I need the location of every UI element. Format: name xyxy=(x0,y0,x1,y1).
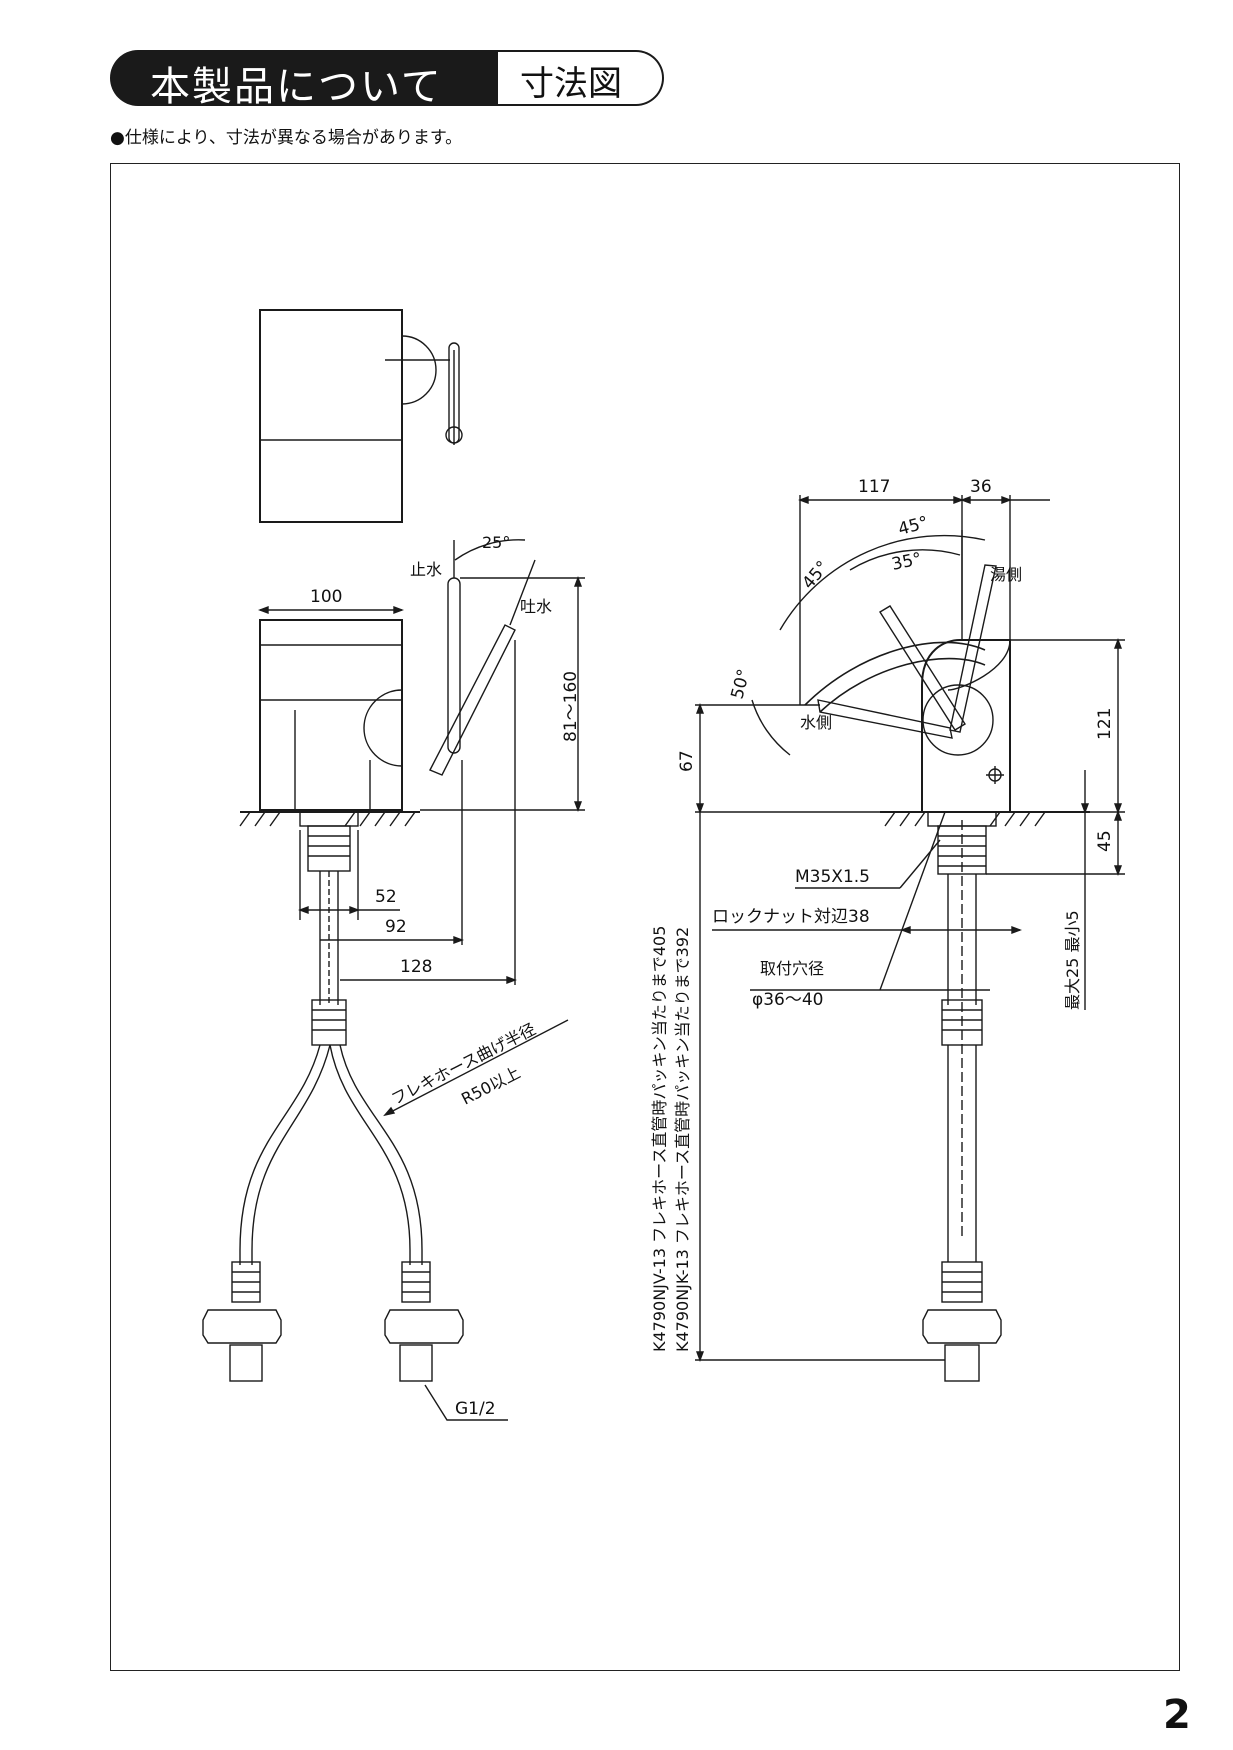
dim-100: 100 xyxy=(310,587,342,607)
front-view xyxy=(695,495,1125,1382)
top-view xyxy=(259,309,463,523)
stop-water-label: 止水 xyxy=(410,560,442,579)
thread-g12: G1/2 xyxy=(455,1399,496,1419)
thread-m35: M35X1.5 xyxy=(795,867,870,887)
vertical-note-njv: K4790NJV-13 フレキホース直管時パッキン当たりまで405 xyxy=(650,926,669,1352)
angle-45-left: 45° xyxy=(799,557,834,593)
dim-67: 67 xyxy=(677,750,697,772)
header-title-pill: 本製品について xyxy=(110,50,500,110)
page-number: 2 xyxy=(1163,1692,1191,1738)
dim-52: 52 xyxy=(375,887,397,907)
dim-117: 117 xyxy=(858,477,890,497)
hot-side-label: 湯側 xyxy=(990,565,1022,584)
lock-nut-label: ロックナット対辺38 xyxy=(712,907,870,927)
header-title: 本製品について xyxy=(150,64,443,110)
spec-note: ●仕様により、寸法が異なる場合があります。 xyxy=(110,128,463,148)
angle-50: 50° xyxy=(728,667,755,701)
angle-25-label: 25° xyxy=(482,533,510,552)
diagram-frame xyxy=(110,163,1180,1671)
header-subtitle-tag: 寸法図 xyxy=(498,50,664,106)
dim-81-160: 81～160 xyxy=(561,671,581,742)
mounting-hole-dim: φ36～40 xyxy=(752,990,823,1010)
labels: 止水 吐水 25° 100 81～160 52 92 128 フレキホース曲げ半… xyxy=(310,477,1115,1419)
dim-92: 92 xyxy=(385,917,407,937)
spout-water-label: 吐水 xyxy=(520,597,552,616)
vertical-note-njk: K4790NJK-13 フレキホース直管時パッキン当たりまで392 xyxy=(673,927,692,1352)
dim-128: 128 xyxy=(400,957,432,977)
mounting-hole-label: 取付穴径 xyxy=(760,959,824,978)
cold-side-label: 水側 xyxy=(800,713,832,732)
dim-45: 45 xyxy=(1095,830,1115,852)
max-min-label: 最大25 最小5 xyxy=(1063,910,1082,1010)
header-subtitle: 寸法図 xyxy=(520,64,622,104)
dim-121: 121 xyxy=(1095,708,1115,740)
dim-36: 36 xyxy=(970,477,992,497)
side-view xyxy=(202,539,585,1421)
